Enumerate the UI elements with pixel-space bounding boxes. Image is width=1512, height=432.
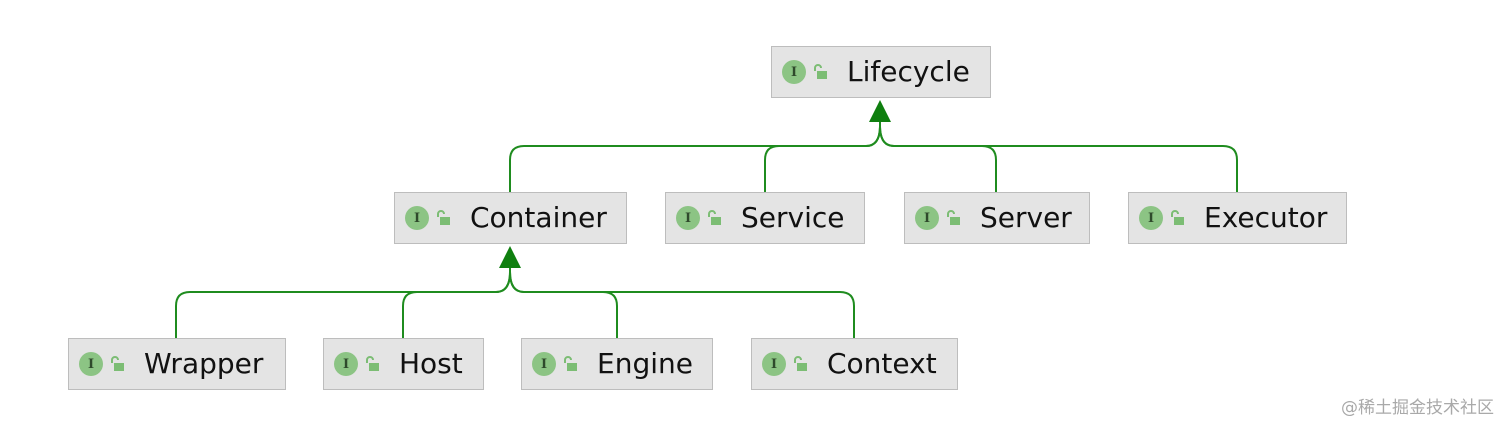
edge-context-to-container bbox=[509, 264, 855, 338]
interface-icon: I bbox=[915, 206, 939, 230]
node-label-service: Service bbox=[741, 201, 845, 234]
unlocked-icon bbox=[814, 64, 827, 79]
node-label-host: Host bbox=[399, 347, 463, 380]
edge-service-to-lifecycle bbox=[764, 118, 881, 192]
interface-icon: I bbox=[782, 60, 806, 84]
node-executor[interactable]: I Executor bbox=[1128, 192, 1347, 244]
inheritance-arrowhead-container bbox=[499, 246, 521, 268]
node-context[interactable]: I Context bbox=[751, 338, 958, 390]
node-label-executor: Executor bbox=[1204, 201, 1328, 234]
edge-wrapper-to-container bbox=[175, 264, 511, 338]
node-engine[interactable]: I Engine bbox=[521, 338, 713, 390]
node-lifecycle[interactable]: I Lifecycle bbox=[771, 46, 991, 98]
unlocked-icon bbox=[947, 210, 960, 225]
unlocked-icon bbox=[794, 356, 807, 371]
unlocked-icon bbox=[437, 210, 450, 225]
node-label-engine: Engine bbox=[597, 347, 693, 380]
watermark-text: @稀土掘金技术社区 bbox=[1341, 398, 1494, 418]
edge-server-to-lifecycle bbox=[879, 118, 997, 192]
node-label-wrapper: Wrapper bbox=[144, 347, 264, 380]
interface-icon: I bbox=[1139, 206, 1163, 230]
node-label-server: Server bbox=[980, 201, 1072, 234]
node-label-container: Container bbox=[470, 201, 607, 234]
unlocked-icon bbox=[564, 356, 577, 371]
node-label-lifecycle: Lifecycle bbox=[847, 55, 970, 88]
node-label-context: Context bbox=[827, 347, 937, 380]
node-server[interactable]: I Server bbox=[904, 192, 1090, 244]
edge-container-to-lifecycle bbox=[509, 118, 881, 192]
edge-engine-to-container bbox=[509, 264, 618, 338]
inheritance-arrowhead-lifecycle bbox=[869, 100, 891, 122]
unlocked-icon bbox=[1171, 210, 1184, 225]
node-wrapper[interactable]: I Wrapper bbox=[68, 338, 286, 390]
interface-icon: I bbox=[532, 352, 556, 376]
edge-executor-to-lifecycle bbox=[879, 118, 1238, 192]
node-service[interactable]: I Service bbox=[665, 192, 865, 244]
interface-icon: I bbox=[405, 206, 429, 230]
interface-icon: I bbox=[762, 352, 786, 376]
unlocked-icon bbox=[366, 356, 379, 371]
interface-icon: I bbox=[79, 352, 103, 376]
node-container[interactable]: I Container bbox=[394, 192, 627, 244]
interface-icon: I bbox=[676, 206, 700, 230]
unlocked-icon bbox=[708, 210, 721, 225]
interface-icon: I bbox=[334, 352, 358, 376]
edge-host-to-container bbox=[402, 264, 511, 338]
node-host[interactable]: I Host bbox=[323, 338, 484, 390]
unlocked-icon bbox=[111, 356, 124, 371]
